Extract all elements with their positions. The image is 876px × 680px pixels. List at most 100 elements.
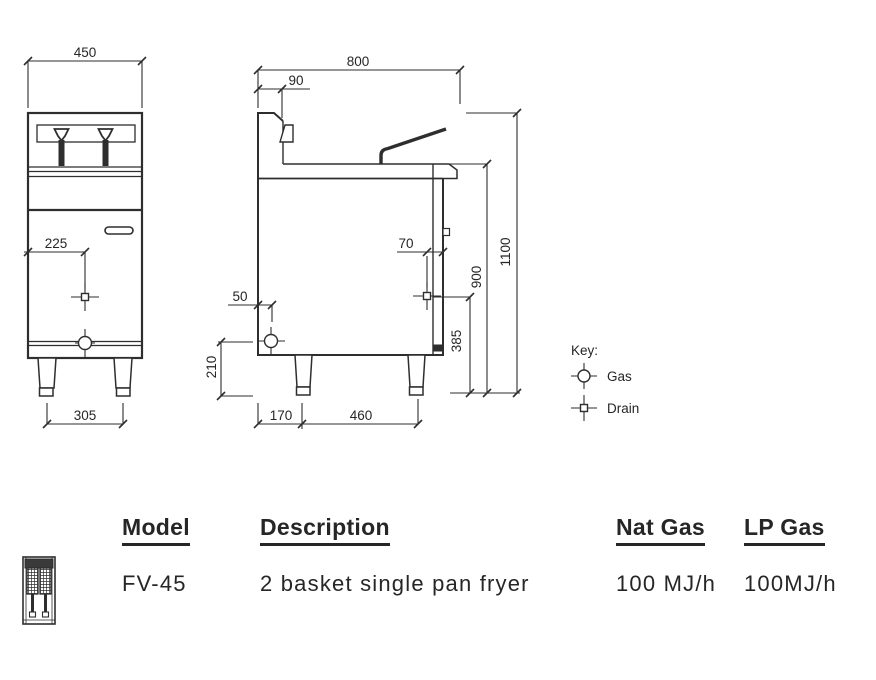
- body-outline-heavy: [257, 112, 444, 356]
- handle-grip: [97, 128, 114, 142]
- dimension-lines: [397, 251, 443, 288]
- key-gas-label: Gas: [607, 369, 632, 384]
- legs: [37, 357, 133, 389]
- dimension-ticks: [23, 56, 147, 66]
- panel-lines: [28, 166, 142, 178]
- side-depth-dimension: 800: [253, 54, 465, 108]
- gas-circle: [577, 369, 591, 383]
- basket-handle-left: [53, 128, 70, 166]
- feet: [38, 387, 131, 397]
- dimension-ticks: [253, 84, 287, 94]
- front-drain-offset-dimension: 225: [23, 236, 90, 289]
- col-header-model: Model: [122, 514, 190, 546]
- front-width-dimension: 450: [23, 45, 147, 108]
- gas-offset-dimension: 50: [228, 289, 277, 322]
- dimension-lines: [46, 403, 124, 425]
- technical-drawing: 450 225: [23, 45, 639, 429]
- leg-position-dimensions: 170 460: [253, 399, 423, 429]
- col-header-lp-gas: LP Gas: [744, 514, 825, 546]
- icon-leg-right: [44, 594, 47, 612]
- basket-handle-profile: [379, 127, 447, 164]
- front-leg-span-dimension: 305: [42, 403, 128, 429]
- handle-stem: [58, 140, 65, 166]
- col-header-description: Description: [260, 514, 390, 546]
- dimension-lines: [258, 88, 310, 118]
- key-drain-label: Drain: [607, 401, 639, 416]
- dimension-ticks: [253, 419, 423, 429]
- icon-top-bar: [24, 558, 54, 569]
- drain-offset-label: 70: [398, 236, 413, 251]
- drain-square: [422, 291, 432, 301]
- cell-nat-gas: 100 MJ/h: [616, 571, 717, 596]
- dimension-ticks: [253, 300, 277, 310]
- gas-circle: [77, 335, 93, 351]
- icon-leg-left: [31, 594, 34, 612]
- drain-height-label: 385: [449, 330, 464, 353]
- gas-symbol: [75, 329, 95, 357]
- gas-height-label: 210: [204, 356, 219, 379]
- drain-symbol: [571, 395, 597, 421]
- dimension-ticks: [253, 65, 465, 75]
- body-height-dimension: 900: [447, 159, 492, 398]
- col-header-nat-gas: Nat Gas: [616, 514, 706, 546]
- cell-lp-gas: 100MJ/h: [744, 571, 837, 596]
- gas-height-dimension: 210: [204, 337, 253, 401]
- legs: [294, 354, 426, 388]
- dimension-lines: [218, 341, 253, 397]
- total-height-dimension: 1100: [466, 108, 522, 398]
- front-drain-offset-label: 225: [45, 236, 68, 251]
- splash-depth-dimension: 90: [253, 73, 310, 118]
- gas-symbol: [571, 363, 597, 389]
- leg-spacing-label: 460: [350, 408, 373, 423]
- side-depth-label: 800: [347, 54, 370, 69]
- gas-offset-label: 50: [232, 289, 247, 304]
- dimension-lines: [24, 251, 86, 289]
- dimension-ticks: [216, 337, 226, 401]
- drain-height-dimension: 385: [433, 292, 475, 398]
- drain-square: [80, 292, 90, 302]
- dimension-lines: [466, 112, 518, 393]
- dimension-lines: [447, 163, 488, 393]
- control-box: [279, 124, 294, 143]
- front-leg-offset-label: 170: [270, 408, 293, 423]
- icon-basket-left: [26, 567, 39, 595]
- gas-symbol: [257, 327, 285, 355]
- handle-stem: [102, 140, 109, 166]
- panel-clip: [442, 227, 451, 237]
- feet: [295, 386, 424, 396]
- dimension-lines: [27, 60, 143, 108]
- splash-depth-label: 90: [288, 73, 303, 88]
- front-leg-span-label: 305: [74, 408, 97, 423]
- top-strip: [36, 124, 136, 143]
- handle-grip: [53, 128, 70, 142]
- front-rail-profile: [433, 163, 458, 180]
- icon-foot-left: [28, 611, 37, 618]
- dimension-ticks: [42, 419, 128, 429]
- front-width-label: 450: [74, 45, 97, 60]
- cell-description: 2 basket single pan fryer: [260, 571, 530, 596]
- dimension-lines: [228, 304, 273, 322]
- door-handle: [104, 226, 134, 235]
- dimension-ticks: [23, 247, 90, 257]
- basket-handle-right: [97, 128, 114, 166]
- dimension-ticks: [422, 247, 448, 257]
- drain-square: [579, 403, 589, 413]
- front-view: 450 225: [23, 45, 147, 429]
- icon-basket-right: [39, 567, 52, 595]
- total-height-label: 1100: [498, 237, 513, 266]
- key-title: Key:: [571, 343, 598, 358]
- dimension-lines: [257, 399, 419, 429]
- drain-symbol: [71, 283, 99, 311]
- icon-body: [22, 556, 56, 625]
- cabinet-outline: [26, 111, 144, 360]
- gas-circle: [263, 333, 279, 349]
- dimension-lines: [433, 296, 471, 393]
- cell-model: FV-45: [122, 571, 187, 596]
- icon-foot-right: [41, 611, 50, 618]
- key-legend: Key: Gas Drain: [571, 343, 639, 421]
- drain-offset-dimension: 70: [397, 236, 448, 288]
- fryer-thumbnail-icon: [22, 556, 56, 625]
- side-view: 800 90: [204, 54, 522, 429]
- drain-outlet-bar: [433, 344, 443, 352]
